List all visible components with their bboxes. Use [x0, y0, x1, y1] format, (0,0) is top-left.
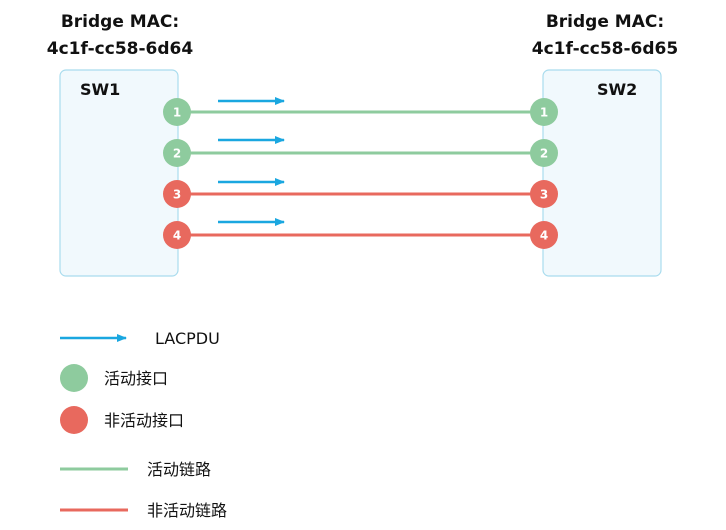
sw2-port-3-label: 3: [540, 188, 548, 202]
sw1-name: SW1: [80, 80, 120, 99]
legend: LACPDU 活动接口 非活动接口 活动链路 非活动链路: [60, 329, 227, 520]
legend-active-port-label: 活动接口: [104, 369, 168, 388]
legend-active-port-icon: [60, 364, 88, 392]
sw2-mac-label: Bridge MAC:: [546, 12, 664, 32]
sw2-port-4-label: 4: [540, 229, 548, 243]
legend-inactive-port-label: 非活动接口: [104, 411, 184, 430]
legend-inactive-port-icon: [60, 406, 88, 434]
sw1-port-3: 3: [163, 180, 191, 208]
sw1-mac-label: Bridge MAC:: [61, 12, 179, 32]
sw1-port-1-label: 1: [173, 106, 181, 120]
sw1-port-2: 2: [163, 139, 191, 167]
sw2-name: SW2: [597, 80, 637, 99]
sw2-port-2-label: 2: [540, 147, 548, 161]
sw1-port-4-label: 4: [173, 229, 181, 243]
sw2-port-2: 2: [530, 139, 558, 167]
sw1-port-1: 1: [163, 98, 191, 126]
legend-lacpdu-label: LACPDU: [155, 329, 220, 348]
sw1-box: [59, 69, 179, 277]
sw1-port-3-label: 3: [173, 188, 181, 202]
sw2-port-1-label: 1: [540, 106, 548, 120]
sw2-port-3: 3: [530, 180, 558, 208]
sw1-port-2-label: 2: [173, 147, 181, 161]
sw1-mac-value: 4c1f-cc58-6d64: [47, 39, 194, 59]
legend-active-link-label: 活动链路: [147, 460, 211, 479]
sw2-mac-value: 4c1f-cc58-6d65: [532, 39, 678, 59]
sw2-box: [542, 69, 662, 277]
sw2-port-1: 1: [530, 98, 558, 126]
sw1-port-4: 4: [163, 221, 191, 249]
sw2-port-4: 4: [530, 221, 558, 249]
legend-inactive-link-label: 非活动链路: [147, 501, 227, 520]
